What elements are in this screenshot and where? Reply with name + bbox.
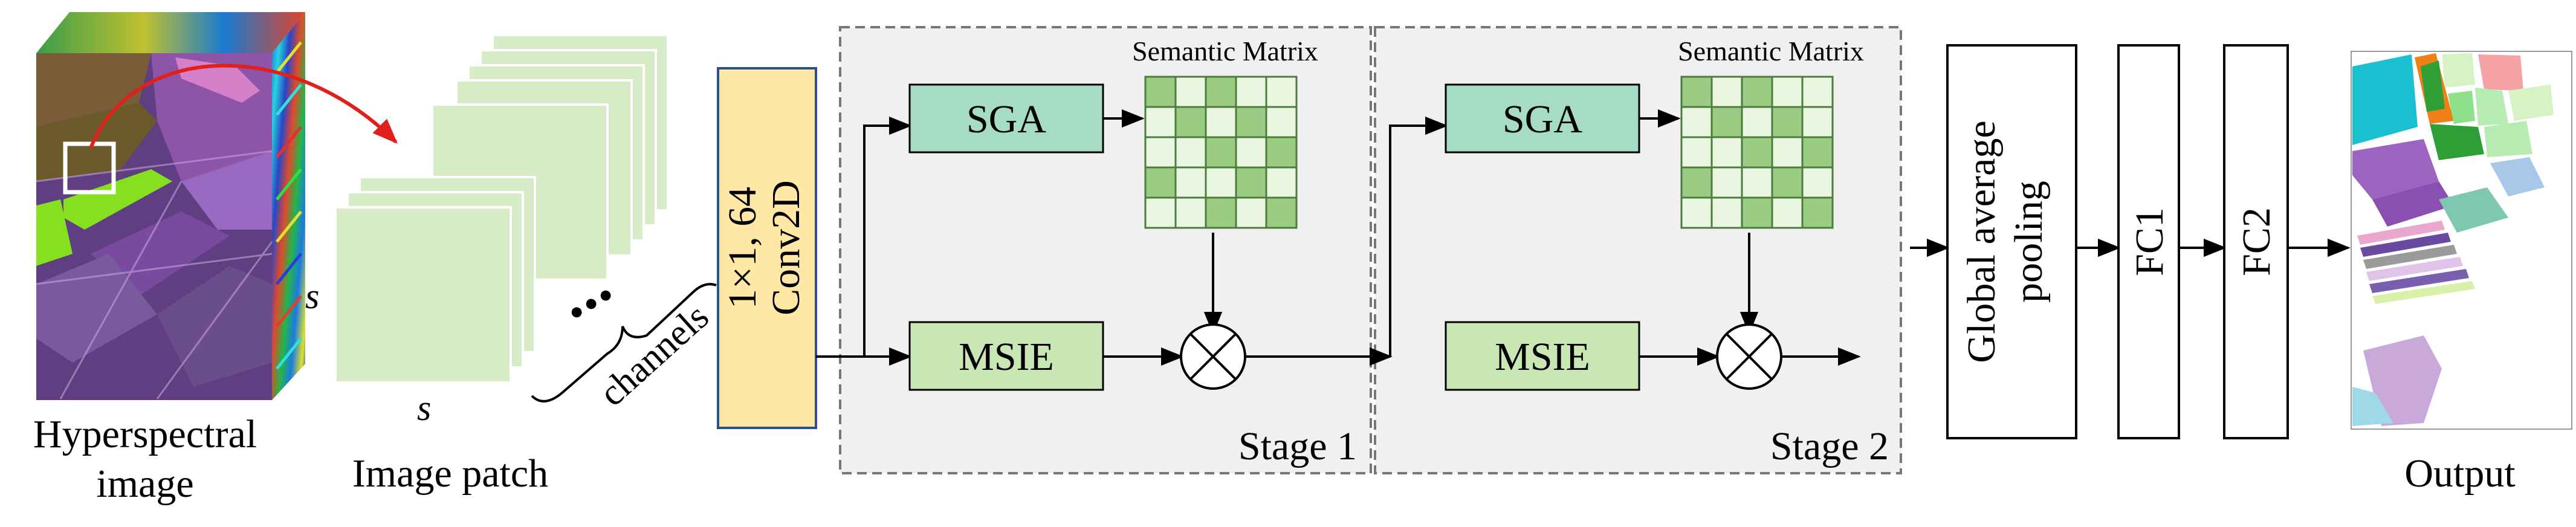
stage-2-matrix-label: Semantic Matrix — [1678, 36, 1864, 66]
stage-2-label: Stage 2 — [1770, 424, 1889, 468]
global-average-pooling-block — [1946, 44, 2077, 439]
stage-1-sga-label: SGA — [966, 97, 1046, 141]
stage-2-connectors — [1389, 109, 1861, 366]
channels-brace — [531, 283, 717, 403]
cube-side-stripes — [276, 41, 302, 370]
patch-width-symbol: s — [417, 388, 431, 428]
stage-1-semantic-matrix — [1144, 76, 1298, 229]
output-label: Output — [2404, 451, 2515, 496]
patch-height-symbol: s — [305, 276, 319, 316]
stage-1-connectors — [816, 109, 1393, 366]
fc1-label: FC1 — [2128, 207, 2172, 276]
stage-1-sga-block — [908, 83, 1104, 154]
fc2-block — [2223, 44, 2289, 439]
red-extraction-arrow — [89, 63, 398, 149]
hyperspectral-label-line2: image — [96, 462, 193, 506]
image-patch-front — [334, 206, 512, 384]
fc1-block — [2117, 44, 2180, 439]
stage-1-matrix-label: Semantic Matrix — [1132, 36, 1318, 66]
stage-2-sga-label: SGA — [1503, 97, 1582, 141]
gap-label-line1: Global average — [1960, 120, 2004, 363]
conv2d-label-line2: Conv2D — [764, 180, 808, 315]
output-classification-map — [2351, 51, 2572, 430]
stage-2-semantic-matrix — [1680, 76, 1834, 229]
stage-1-msie-block — [908, 321, 1104, 391]
stage-2-sga-block — [1445, 83, 1640, 154]
stage-1-msie-label: MSIE — [959, 335, 1054, 379]
image-patch-stack — [334, 34, 669, 384]
cube-top-face — [36, 12, 305, 53]
patch-ellipsis: ••• — [561, 273, 625, 334]
image-patch-label: Image patch — [352, 451, 548, 496]
hyperspectral-label-line1: Hyperspectral — [33, 412, 257, 456]
patch-selection-box — [63, 141, 116, 195]
conv2d-label-line1: 1×1, 64 — [720, 187, 765, 309]
conv2d-block — [717, 67, 817, 429]
stage-1-label: Stage 1 — [1238, 424, 1357, 468]
stage-2-msie-block — [1445, 321, 1640, 391]
gap-label-line2: pooling — [2007, 181, 2051, 303]
stage-2-msie-label: MSIE — [1495, 335, 1590, 379]
hyperspectral-cube — [36, 12, 305, 400]
fc2-label: FC2 — [2235, 207, 2279, 276]
